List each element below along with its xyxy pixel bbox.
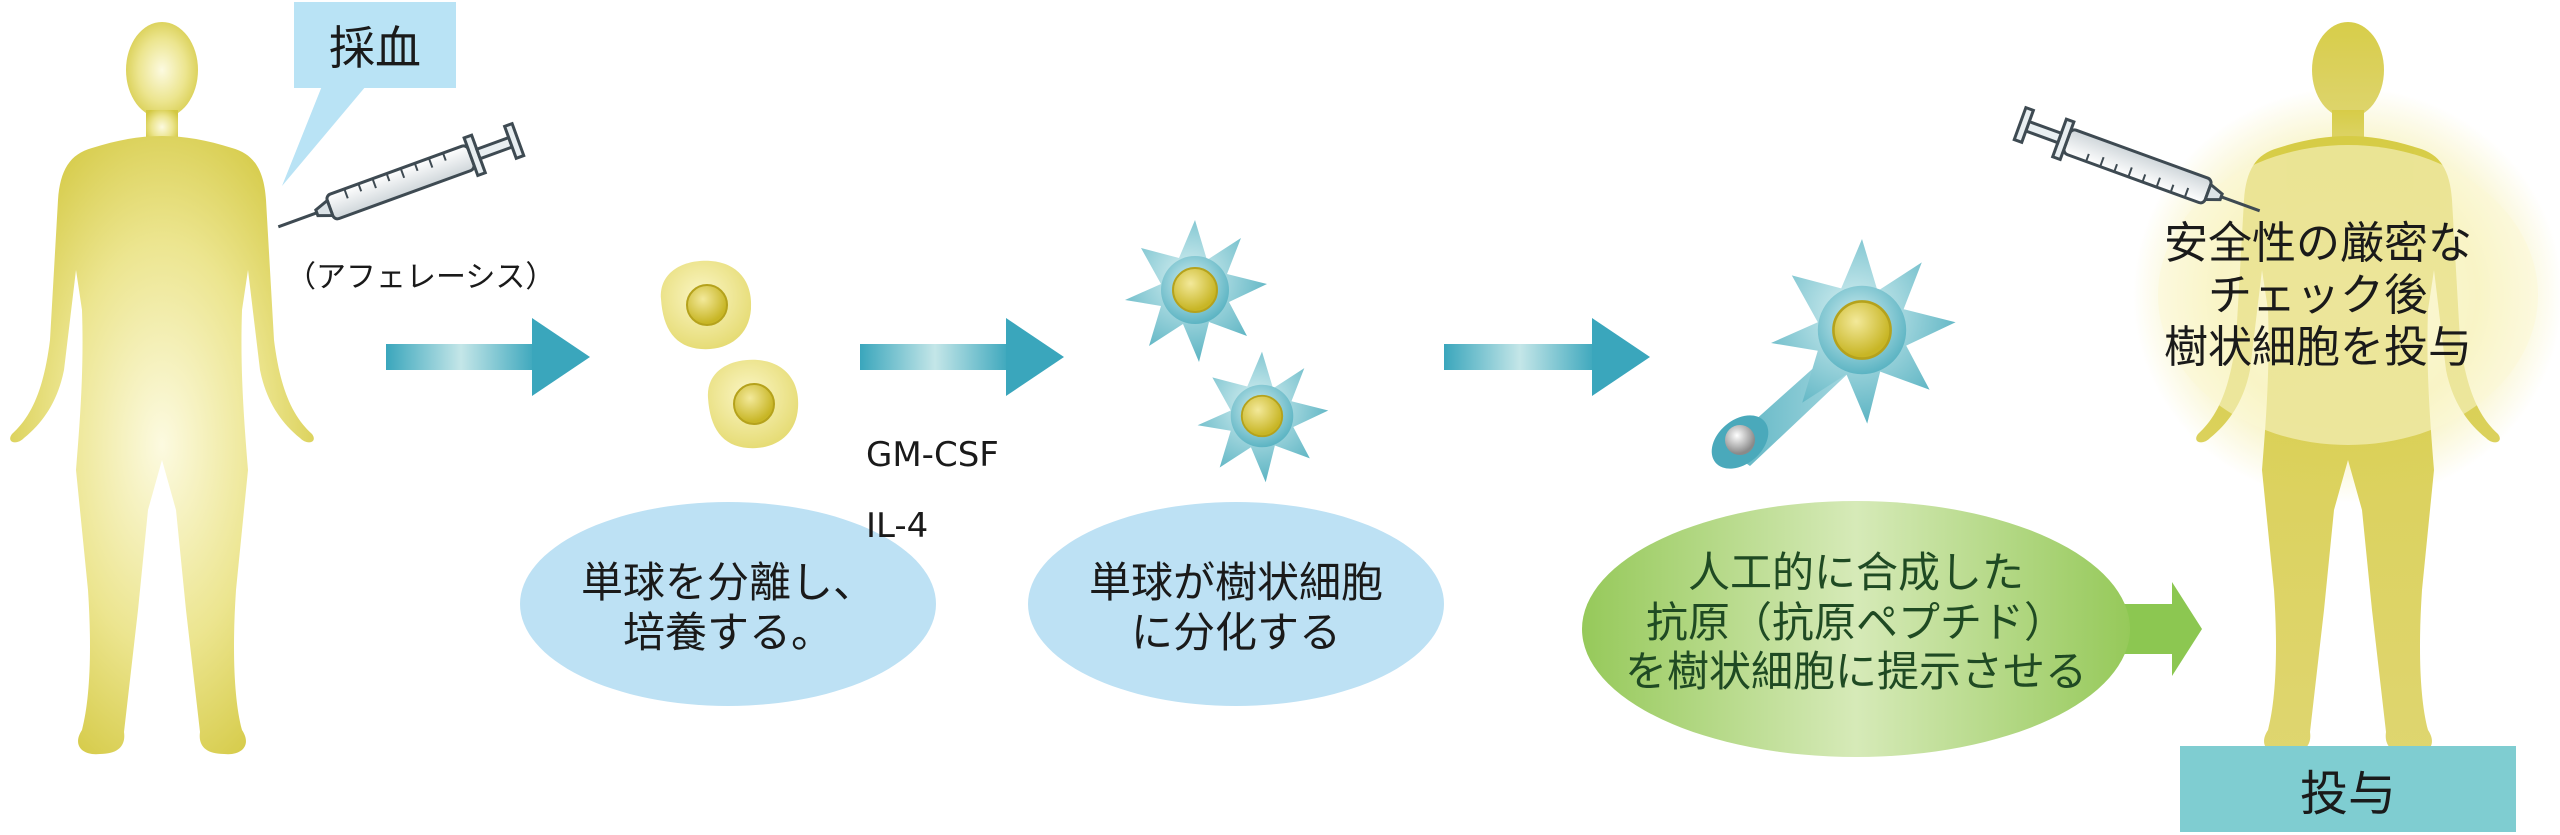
step3-bubble bbox=[1582, 501, 2130, 757]
apheresis-label: （アフェレーシス） bbox=[286, 260, 556, 295]
callout-tail bbox=[282, 86, 366, 186]
arrow-icon bbox=[1444, 318, 1650, 396]
step1-bubble bbox=[520, 502, 936, 706]
step1-text: 単球を分離し、 培養する。 bbox=[580, 558, 875, 657]
safety-halo-inner bbox=[2158, 145, 2538, 445]
blood-draw-label: 採血 bbox=[329, 21, 421, 75]
monocyte-cell-icon bbox=[706, 358, 800, 450]
peptide-antigen-icon bbox=[1725, 425, 1755, 455]
arrow-icon bbox=[386, 318, 590, 396]
cytokine-gm-csf: GM-CSF bbox=[866, 434, 999, 475]
blood-draw-callout: 採血 bbox=[294, 2, 456, 88]
step3-text: 人工的に合成した 抗原（抗原ペプチド） を樹状細胞に提示させる bbox=[1624, 548, 2087, 697]
cytokine-labels: GM-CSF IL-4 bbox=[866, 402, 999, 580]
safety-check-text: 安全性の厳密な チェック後 樹状細胞を投与 bbox=[2164, 218, 2472, 373]
cytokine-il4: IL-4 bbox=[866, 506, 929, 547]
dendritic-cell-icon bbox=[1124, 219, 1268, 363]
step2-text: 単球が樹状細胞 に分化する bbox=[1088, 558, 1383, 657]
step2-bubble bbox=[1028, 502, 1444, 706]
administration-box: 投与 bbox=[2180, 746, 2516, 832]
dendritic-cell-icon bbox=[1196, 350, 1330, 484]
arrow-icon bbox=[860, 318, 1064, 396]
monocyte-cell-icon bbox=[659, 259, 753, 351]
human-figure-icon bbox=[10, 22, 314, 755]
administration-label: 投与 bbox=[2299, 766, 2396, 822]
